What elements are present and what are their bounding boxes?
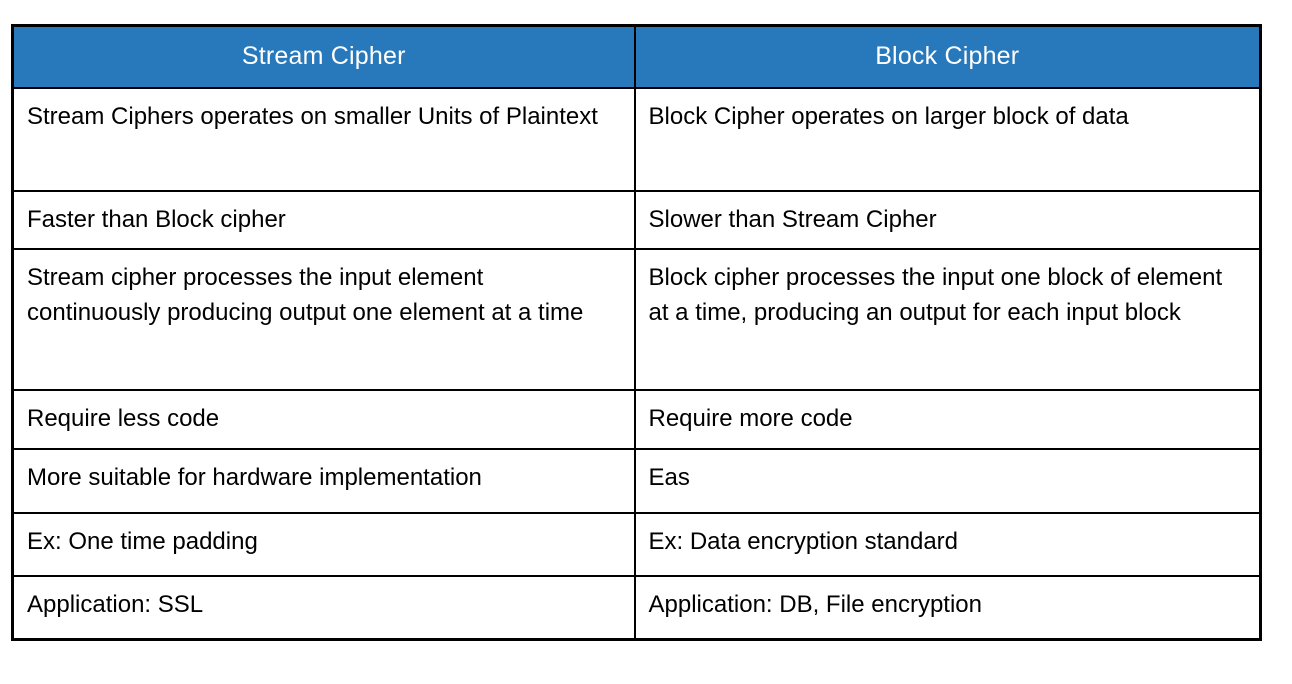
table-row: Faster than Block cipher Slower than Str… bbox=[11, 189, 1262, 250]
header-stream-cipher: Stream Cipher bbox=[11, 24, 636, 89]
cell-block-units: Block Cipher operates on larger block of… bbox=[633, 86, 1262, 192]
cell-stream-processing: Stream cipher processes the input elemen… bbox=[11, 247, 636, 391]
table-row: Application: SSL Application: DB, File e… bbox=[11, 574, 1262, 641]
table-row: Stream Ciphers operates on smaller Units… bbox=[11, 86, 1262, 192]
cipher-comparison-table: Stream Cipher Block Cipher Stream Cipher… bbox=[11, 24, 1262, 641]
cell-stream-suitability: More suitable for hardware implementatio… bbox=[11, 447, 636, 514]
table-row: Stream cipher processes the input elemen… bbox=[11, 247, 1262, 391]
table-header-row: Stream Cipher Block Cipher bbox=[11, 24, 1262, 89]
cell-stream-code: Require less code bbox=[11, 388, 636, 450]
cell-block-code: Require more code bbox=[633, 388, 1262, 450]
table-row: More suitable for hardware implementatio… bbox=[11, 447, 1262, 514]
cell-stream-speed: Faster than Block cipher bbox=[11, 189, 636, 250]
table-row: Require less code Require more code bbox=[11, 388, 1262, 450]
cell-stream-example: Ex: One time padding bbox=[11, 511, 636, 577]
cell-block-suitability: Eas bbox=[633, 447, 1262, 514]
cell-block-application: Application: DB, File encryption bbox=[633, 574, 1262, 641]
header-block-cipher: Block Cipher bbox=[633, 24, 1262, 89]
cell-block-speed: Slower than Stream Cipher bbox=[633, 189, 1262, 250]
table-row: Ex: One time padding Ex: Data encryption… bbox=[11, 511, 1262, 577]
cell-stream-application: Application: SSL bbox=[11, 574, 636, 641]
cell-block-processing: Block cipher processes the input one blo… bbox=[633, 247, 1262, 391]
cell-stream-units: Stream Ciphers operates on smaller Units… bbox=[11, 86, 636, 192]
cell-block-example: Ex: Data encryption standard bbox=[633, 511, 1262, 577]
